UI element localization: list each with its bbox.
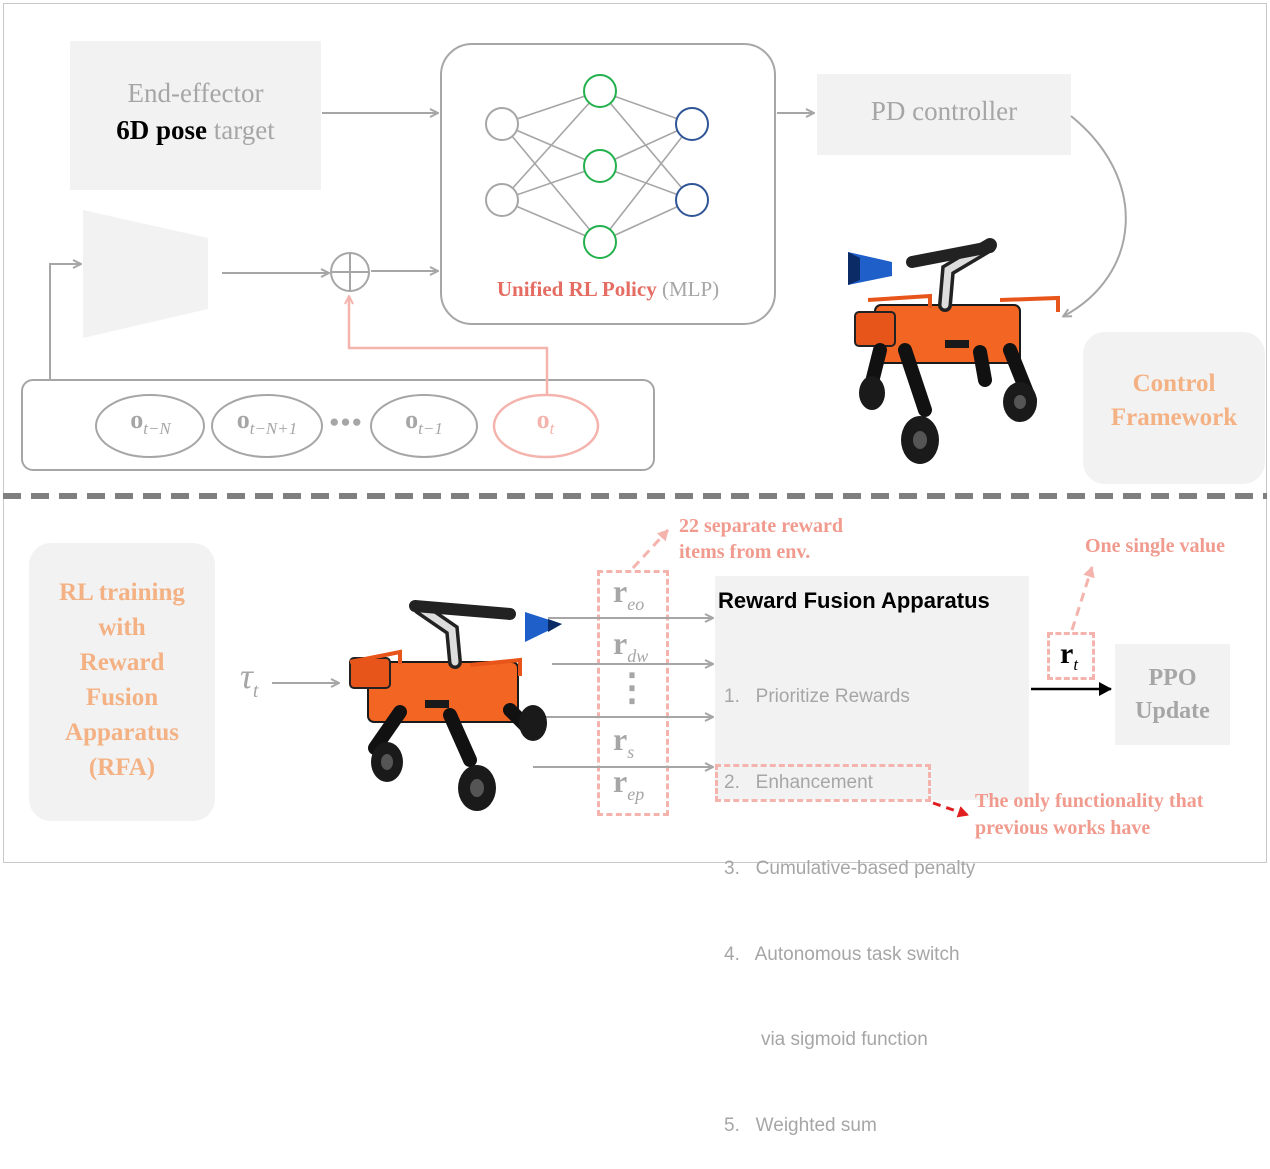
- rl-training-line: RL training: [59, 579, 185, 606]
- rl-training-line: with: [98, 614, 146, 641]
- pose-target-rest: target: [207, 115, 275, 145]
- policy-label-bold: Unified RL Policy: [496, 277, 657, 301]
- obs-base: o: [130, 405, 144, 434]
- rl-training-label: RL training with Reward Fusion Apparatus…: [29, 575, 215, 785]
- ppo-line: PPO: [1148, 665, 1197, 691]
- figure-frame: [3, 3, 1267, 863]
- rl-training-line: (RFA): [88, 754, 156, 781]
- rfa-box: [715, 576, 1029, 800]
- reward-r-s: rs: [613, 721, 634, 762]
- reward-vdots: ⋮: [613, 667, 651, 709]
- ppo-line: Update: [1135, 698, 1210, 724]
- rl-training-line: Fusion: [85, 684, 159, 711]
- rt-label: rt: [1060, 637, 1079, 674]
- weighted-sum-highlight: [715, 764, 931, 802]
- observation-history-box: [21, 379, 655, 471]
- pose-target-line2: 6D pose target: [70, 115, 321, 146]
- annotation-single-value: One single value: [1085, 535, 1226, 557]
- tau-base: τ: [240, 656, 253, 696]
- reward-r-eo: reo: [613, 573, 644, 614]
- reward-r-ep: rep: [613, 763, 644, 804]
- reward-base: r: [613, 573, 628, 609]
- annotation-previous-works: The only functionality that previous wor…: [975, 788, 1203, 842]
- rfa-step: 5. Weighted sum: [724, 1115, 877, 1137]
- rfa-step: 1. Prioritize Rewards: [724, 686, 910, 708]
- policy-label-rest: (MLP): [656, 277, 720, 301]
- rt-highlight-box: [1047, 632, 1095, 680]
- rfa-step: 2. Enhancement: [724, 771, 873, 793]
- annotation-line: items from env.: [679, 541, 811, 563]
- obs-base: o: [405, 405, 419, 434]
- reward-base: r: [613, 625, 628, 661]
- annotation-reward-items: 22 separate reward items from env.: [679, 513, 843, 565]
- obs-sub: t−N+1: [249, 419, 298, 438]
- reward-items-box: [597, 570, 669, 816]
- obs-sub: t−1: [418, 419, 443, 438]
- obs-label-t-minus-n-plus-1: ot−N+1: [212, 405, 322, 438]
- control-framework-line2: Framework: [1110, 404, 1238, 431]
- rl-training-line: Apparatus: [65, 719, 179, 746]
- pose-target-box: [70, 41, 321, 190]
- ppo-box: [1115, 644, 1230, 745]
- annotation-line: The only functionality that: [975, 790, 1204, 812]
- reward-sub: ep: [627, 784, 645, 804]
- reward-sub: dw: [627, 646, 649, 666]
- policy-label: Unified RL Policy (MLP): [440, 277, 776, 302]
- obs-ellipsis: ●●●: [329, 412, 363, 431]
- obs-base: o: [536, 405, 550, 434]
- annotation-line: 22 separate reward: [679, 515, 844, 537]
- annotation-line: previous works have: [975, 817, 1151, 839]
- rl-training-box: [29, 543, 215, 821]
- rt-base: r: [1060, 637, 1074, 670]
- tau-sub: t: [252, 680, 259, 702]
- reward-base: r: [613, 763, 628, 799]
- control-framework-line1: Control: [1132, 370, 1216, 397]
- reward-sub: eo: [627, 594, 645, 614]
- pd-controller-box: [817, 74, 1071, 155]
- reward-sub: s: [627, 742, 635, 762]
- ppo-label: PPO Update: [1115, 662, 1230, 728]
- rl-training-line: Reward: [79, 649, 165, 676]
- rfa-step: 3. Cumulative-based penalty: [724, 857, 976, 879]
- tau-label: τt: [240, 655, 258, 702]
- encoder-label: S-Encoder: [99, 261, 193, 286]
- obs-label-t-minus-n: ot−N: [96, 405, 205, 438]
- obs-base: o: [236, 405, 250, 434]
- reward-base: r: [613, 721, 628, 757]
- rfa-title: Reward Fusion Apparatus: [718, 588, 990, 613]
- rt-sub: t: [1073, 655, 1079, 674]
- reward-r-dw: rdw: [613, 625, 648, 666]
- obs-label-t-minus-1: ot−1: [371, 405, 477, 438]
- policy-box: [440, 43, 776, 325]
- rfa-steps: 1. Prioritize Rewards 2. Enhancement 3. …: [724, 626, 975, 1169]
- rfa-step: via sigmoid function: [724, 1029, 928, 1051]
- obs-sub: t: [549, 419, 555, 438]
- pose-target-bold: 6D pose: [116, 115, 208, 145]
- pd-controller-label: PD controller: [870, 96, 1018, 126]
- obs-sub: t−N: [143, 419, 171, 438]
- obs-label-t: ot: [493, 405, 598, 438]
- rfa-step: 4. Autonomous task switch: [724, 943, 960, 965]
- control-framework-box: [1083, 332, 1265, 484]
- pose-target-line1: End-effector: [127, 78, 264, 108]
